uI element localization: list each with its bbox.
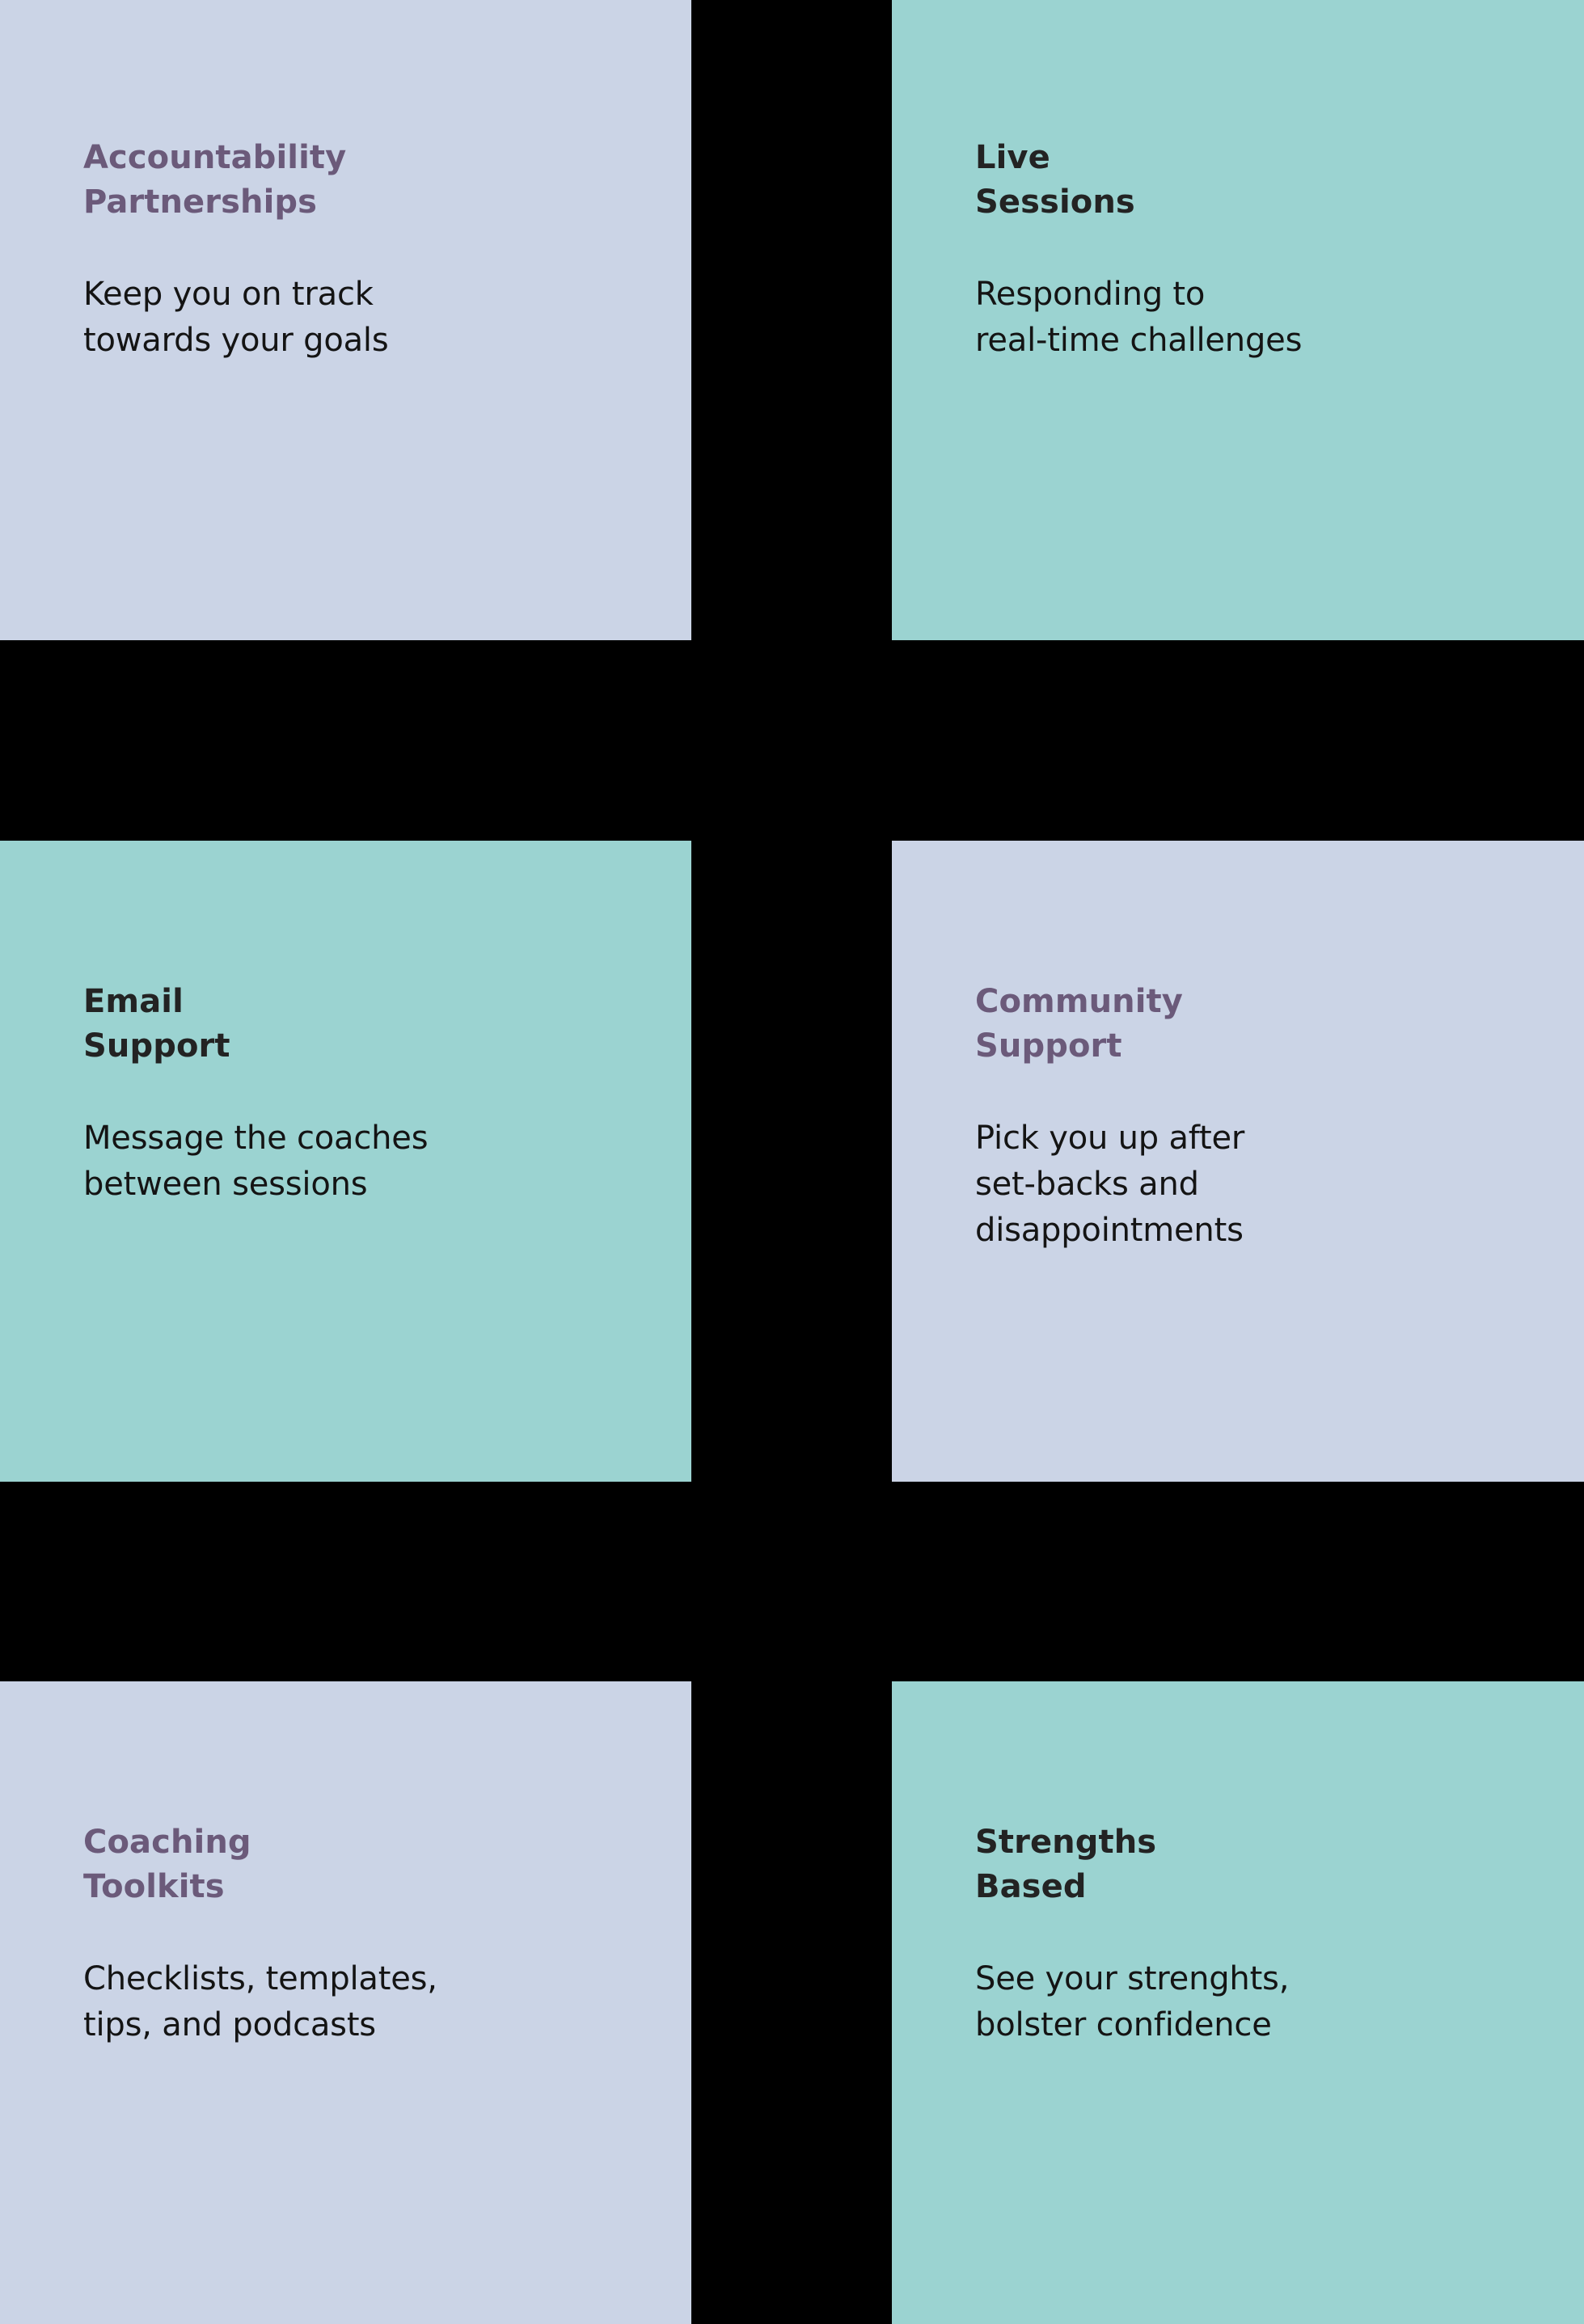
- card-body: Responding to real-time challenges: [975, 276, 1303, 360]
- card-content: Strengths Based See your strenghts, bols…: [975, 1820, 1552, 2048]
- card-title: Live Sessions: [975, 139, 1135, 221]
- card-body: Message the coaches between sessions: [83, 1120, 429, 1204]
- card-content: Coaching Toolkits Checklists, templates,…: [83, 1820, 659, 2048]
- feature-card-email-support[interactable]: Email Support Message the coaches betwee…: [0, 841, 691, 1482]
- card-content: Accountability Partnerships Keep you on …: [83, 136, 659, 364]
- card-title: Strengths Based: [975, 1824, 1157, 1906]
- card-content: Community Support Pick you up after set-…: [975, 980, 1552, 1254]
- feature-card-coaching-toolkits[interactable]: Coaching Toolkits Checklists, templates,…: [0, 1681, 691, 2324]
- card-body: Checklists, templates, tips, and podcast…: [83, 1960, 437, 2044]
- feature-card-community-support[interactable]: Community Support Pick you up after set-…: [892, 841, 1584, 1482]
- card-body: Pick you up after set-backs and disappoi…: [975, 1120, 1245, 1249]
- feature-card-live-sessions[interactable]: Live Sessions Responding to real-time ch…: [892, 0, 1584, 640]
- feature-card-accountability-partnerships[interactable]: Accountability Partnerships Keep you on …: [0, 0, 691, 640]
- card-body: See your strenghts, bolster confidence: [975, 1960, 1290, 2044]
- card-title: Coaching Toolkits: [83, 1824, 251, 1906]
- card-title: Community Support: [975, 983, 1183, 1065]
- feature-card-strengths-based[interactable]: Strengths Based See your strenghts, bols…: [892, 1681, 1584, 2324]
- card-title: Email Support: [83, 983, 230, 1065]
- card-content: Live Sessions Responding to real-time ch…: [975, 136, 1552, 364]
- card-content: Email Support Message the coaches betwee…: [83, 980, 659, 1208]
- card-title: Accountability Partnerships: [83, 139, 347, 221]
- card-body: Keep you on track towards your goals: [83, 276, 389, 360]
